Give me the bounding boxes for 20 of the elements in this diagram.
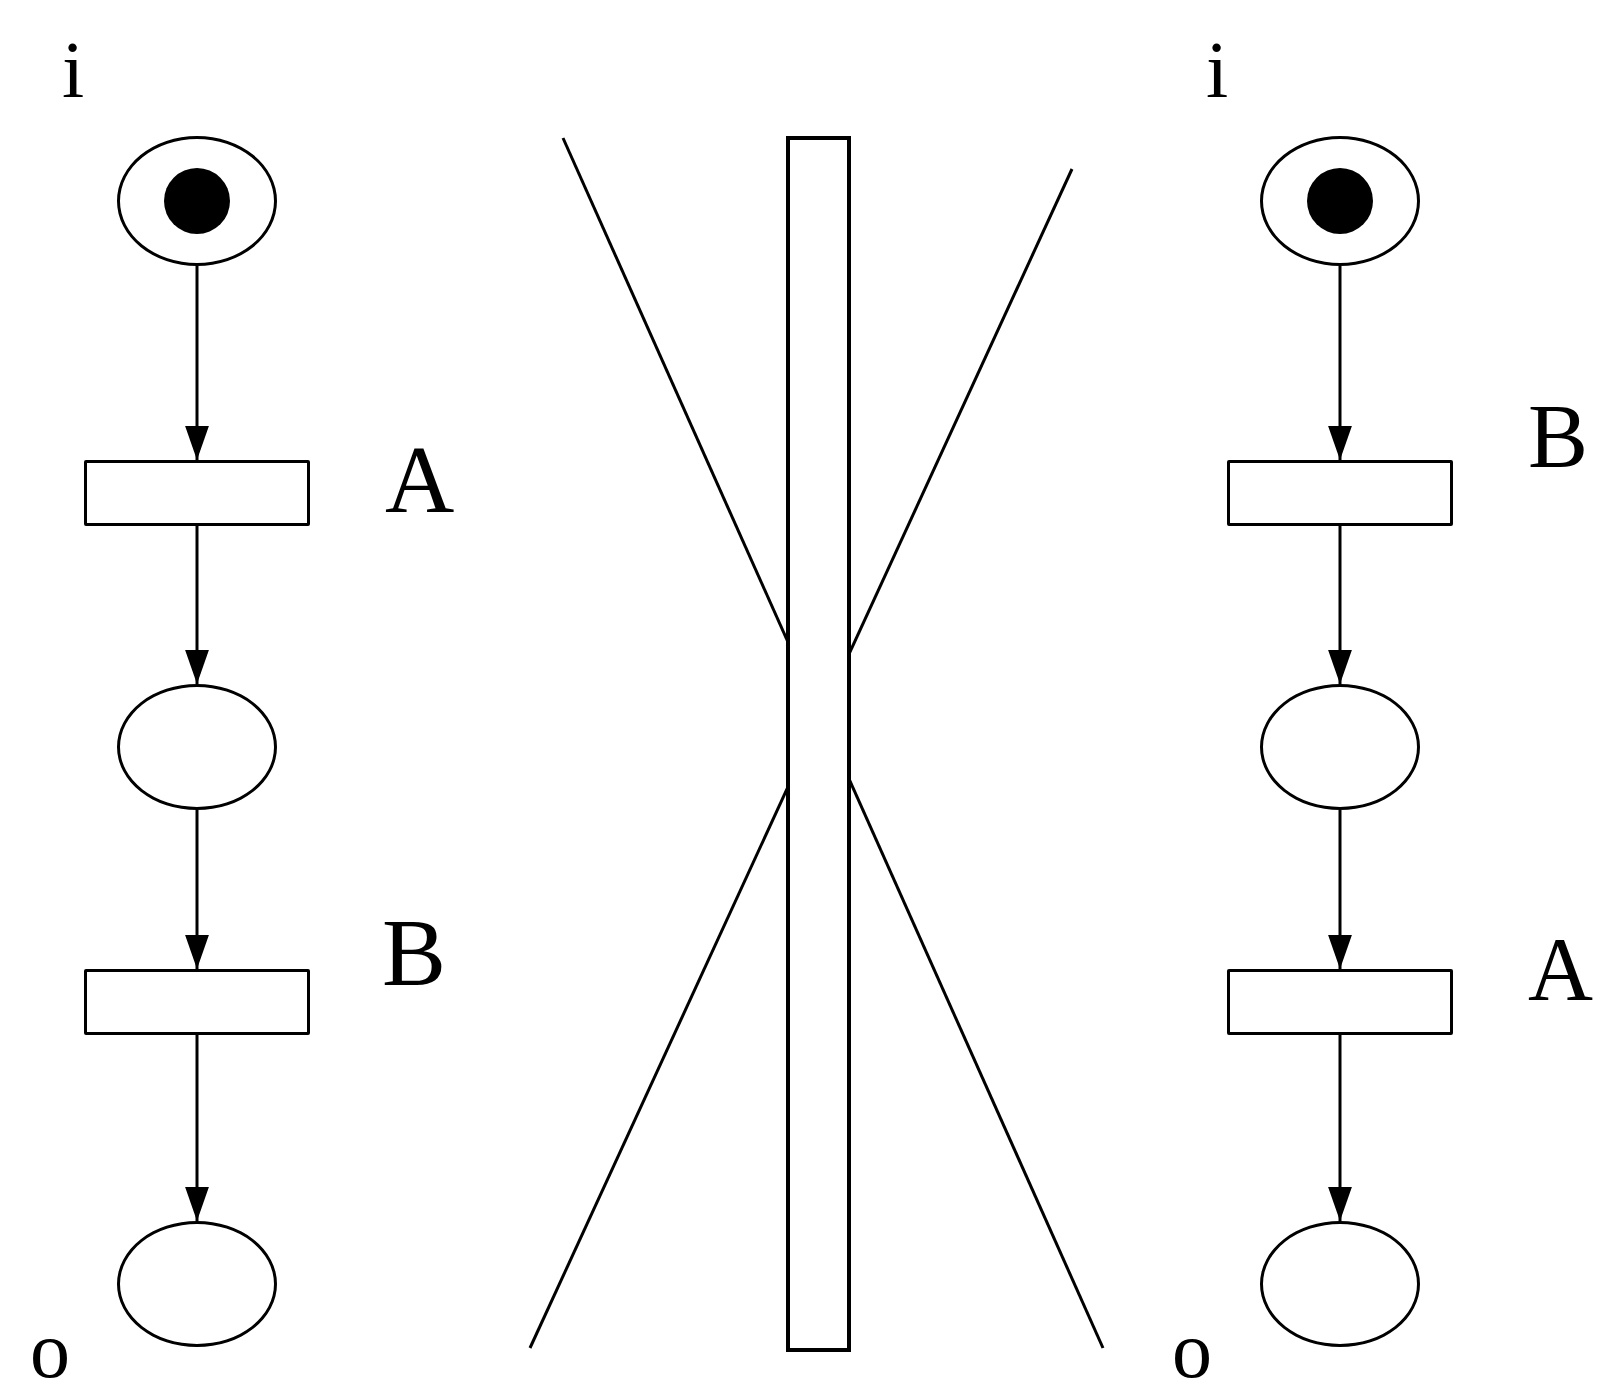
arrow — [1328, 1035, 1352, 1221]
node-label: o — [30, 1310, 70, 1390]
node-label: o — [1172, 1310, 1212, 1390]
transition-bar — [84, 460, 310, 526]
arrow — [185, 810, 209, 969]
transition-bar — [84, 969, 310, 1035]
node-label: A — [385, 432, 455, 528]
node-label: i — [62, 30, 85, 110]
arrow — [1328, 266, 1352, 460]
node-label: A — [1528, 925, 1593, 1015]
transition-bar — [1227, 969, 1453, 1035]
arrow — [1328, 526, 1352, 684]
node-label: B — [382, 905, 447, 1001]
node-label: i — [1206, 30, 1229, 110]
arrow — [185, 266, 209, 460]
arrow — [185, 526, 209, 684]
arrow — [185, 1035, 209, 1221]
node-label: B — [1528, 392, 1589, 482]
arrow — [1328, 810, 1352, 969]
transition-bar — [1227, 460, 1453, 526]
